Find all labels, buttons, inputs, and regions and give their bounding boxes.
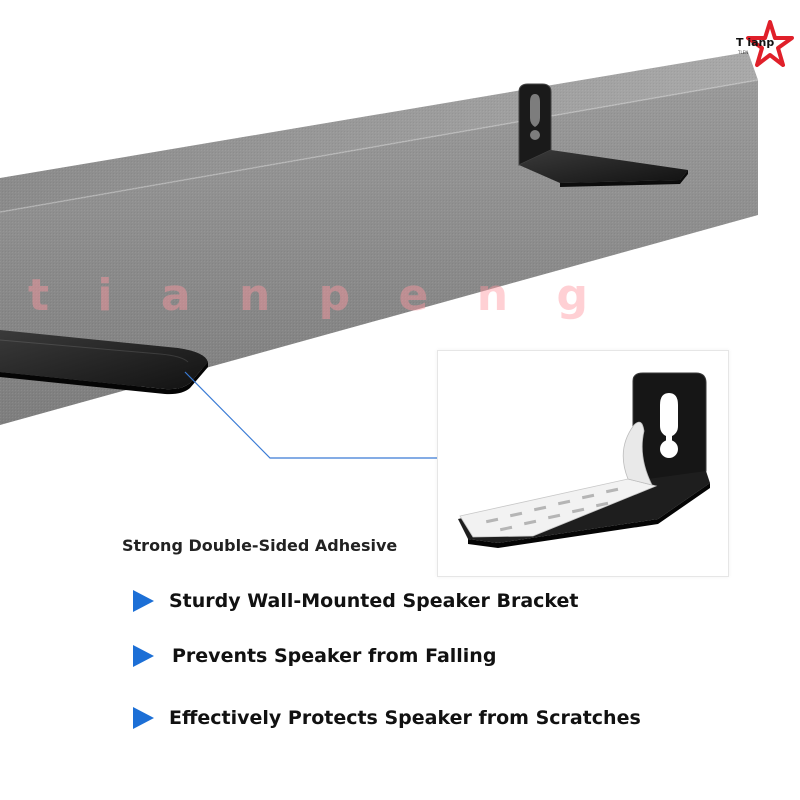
rear-bracket	[518, 83, 688, 187]
front-bracket-plate	[0, 330, 208, 395]
logo-text: T ianp	[736, 36, 775, 49]
watermark-letter: n	[238, 270, 271, 321]
adhesive-detail-inset	[437, 350, 729, 577]
watermark-letter: t	[28, 270, 50, 321]
watermark-letter: a	[160, 270, 191, 321]
feature-item: Effectively Protects Speaker from Scratc…	[133, 707, 641, 729]
watermark-letter: n	[476, 270, 509, 321]
adhesive-callout-label: Strong Double-Sided Adhesive	[122, 536, 398, 555]
watermark: t i a n p e n g	[28, 270, 588, 330]
feature-text: Sturdy Wall-Mounted Speaker Bracket	[169, 590, 579, 612]
watermark-letter: e	[398, 270, 429, 321]
callout-leader-line	[184, 371, 437, 459]
watermark-letter: p	[318, 270, 351, 321]
feature-item: Prevents Speaker from Falling	[133, 645, 496, 667]
brand-logo: T ianp TLEN	[730, 20, 794, 70]
watermark-letter: g	[556, 270, 588, 321]
watermark-letter: i	[97, 270, 113, 321]
bracket-with-adhesive-illustration	[458, 372, 710, 548]
triangle-bullet-icon	[133, 645, 154, 667]
feature-text: Prevents Speaker from Falling	[172, 645, 497, 667]
feature-text: Effectively Protects Speaker from Scratc…	[169, 707, 641, 729]
logo-subtext: TLEN	[738, 50, 749, 55]
feature-item: Sturdy Wall-Mounted Speaker Bracket	[133, 590, 579, 612]
triangle-bullet-icon	[133, 590, 154, 612]
triangle-bullet-icon	[133, 707, 154, 729]
star-icon	[746, 20, 794, 67]
